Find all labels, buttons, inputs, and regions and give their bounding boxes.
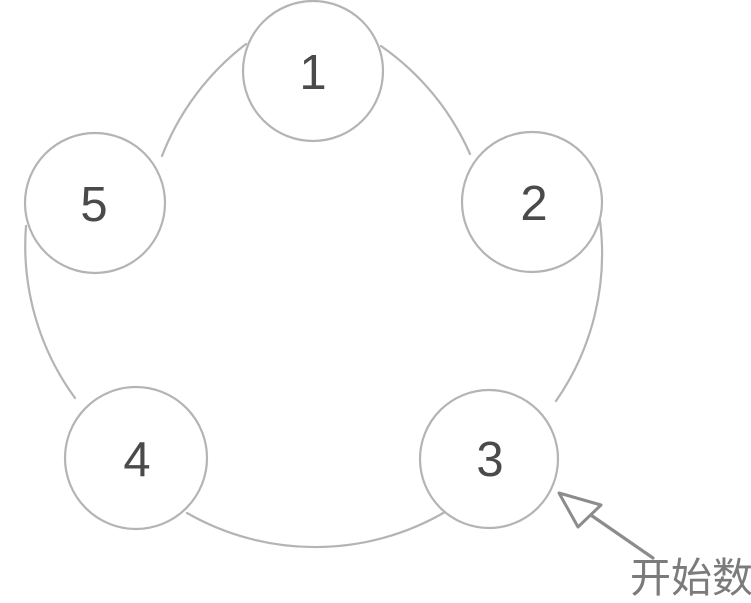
node-1-label: 1 xyxy=(299,46,326,100)
node-1-circle[interactable] xyxy=(241,0,385,143)
annotation-label: 开始数 xyxy=(630,554,751,602)
node-2-circle[interactable] xyxy=(460,130,604,274)
edge-2-to-3 xyxy=(554,219,604,403)
node-1[interactable]: 1 xyxy=(241,0,385,143)
edge-5-to-1 xyxy=(160,42,248,158)
annotation-arrow-head-icon xyxy=(557,491,603,529)
node-5-label: 5 xyxy=(80,178,107,232)
node-3-circle[interactable] xyxy=(418,388,560,530)
node-3[interactable]: 3 xyxy=(418,388,560,530)
node-5-circle[interactable] xyxy=(23,131,167,275)
node-5[interactable]: 5 xyxy=(23,131,167,275)
edge-4-to-5 xyxy=(24,224,77,400)
start-annotation: 开始数 xyxy=(557,491,751,602)
edge-group xyxy=(24,42,604,549)
node-3-label: 3 xyxy=(476,433,503,487)
node-4-label: 4 xyxy=(123,433,150,487)
annotation-arrow-shaft xyxy=(583,509,655,560)
node-group: 1 2 3 4 5 xyxy=(23,0,604,531)
node-4[interactable]: 4 xyxy=(63,385,209,531)
node-4-circle[interactable] xyxy=(63,385,209,531)
edge-1-to-2 xyxy=(379,44,472,156)
node-2[interactable]: 2 xyxy=(460,130,604,274)
edge-3-to-4 xyxy=(185,510,447,549)
node-2-label: 2 xyxy=(520,177,547,231)
